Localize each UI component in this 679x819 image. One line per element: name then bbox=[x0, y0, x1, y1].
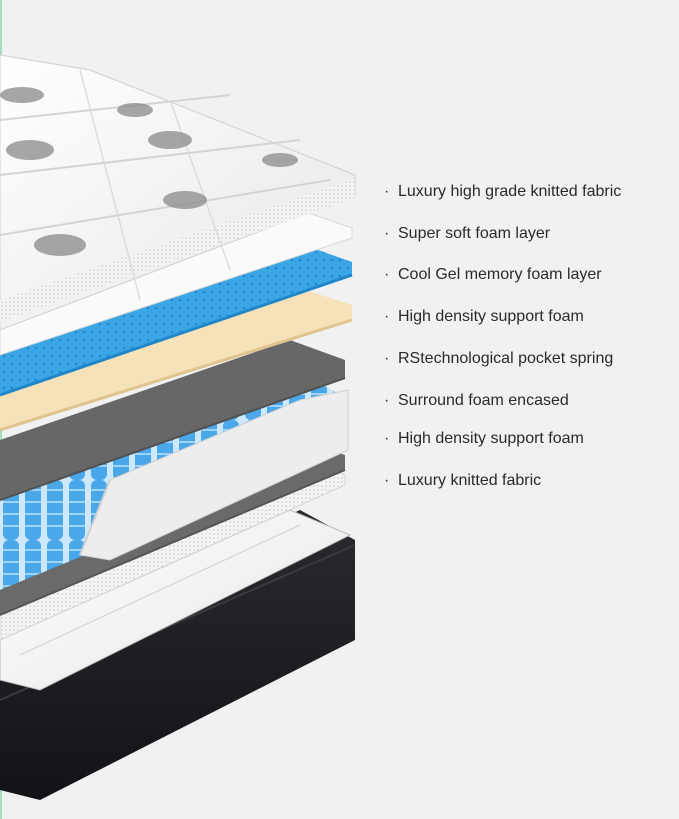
layer-labels-list: · Luxury high grade knitted fabric · Super… bbox=[384, 0, 674, 819]
layer-label-pocket-spring: · RStechnological pocket spring bbox=[384, 349, 613, 369]
upper-felt-layer bbox=[0, 340, 346, 501]
base-fabric-layer bbox=[0, 509, 356, 800]
layer-label-text: Luxury high grade knitted fabric bbox=[398, 183, 622, 200]
layer-label-text: Super soft foam layer bbox=[398, 225, 551, 242]
support-foam-layer bbox=[0, 285, 353, 432]
quilted-top-fabric-layer bbox=[0, 54, 356, 331]
layer-label-soft-foam: · Super soft foam layer bbox=[384, 224, 550, 244]
bullet: · bbox=[384, 308, 390, 325]
bullet: · bbox=[384, 472, 390, 489]
bullet: · bbox=[384, 392, 390, 409]
layer-label-text: High density support foam bbox=[398, 308, 584, 325]
layer-label-surround-foam: · Surround foam encased bbox=[384, 391, 569, 411]
layer-label-support-foam: · High density support foam bbox=[384, 307, 584, 327]
layer-label-text: High density support foam bbox=[398, 430, 584, 447]
layer-label-support-foam-2: · High density support foam bbox=[384, 429, 584, 449]
mattress-layers-illustration bbox=[0, 54, 356, 800]
bullet: · bbox=[384, 266, 390, 283]
bullet: · bbox=[384, 430, 390, 447]
layer-label-text: RStechnological pocket spring bbox=[398, 350, 614, 367]
layer-label-text: Surround foam encased bbox=[398, 392, 569, 409]
bullet: · bbox=[384, 350, 390, 367]
bullet: · bbox=[384, 183, 390, 200]
layer-label-luxury-fabric: · Luxury knitted fabric bbox=[384, 471, 541, 491]
bullet: · bbox=[384, 225, 390, 242]
layer-label-text: Cool Gel memory foam layer bbox=[398, 266, 602, 283]
surround-foam-encasement bbox=[79, 389, 349, 561]
layer-label-gel-foam: · Cool Gel memory foam layer bbox=[384, 265, 602, 285]
cool-gel-memory-foam-layer bbox=[0, 240, 353, 397]
layer-label-knitted-fabric: · Luxury high grade knitted fabric bbox=[384, 182, 621, 202]
layer-label-text: Luxury knitted fabric bbox=[398, 472, 542, 489]
